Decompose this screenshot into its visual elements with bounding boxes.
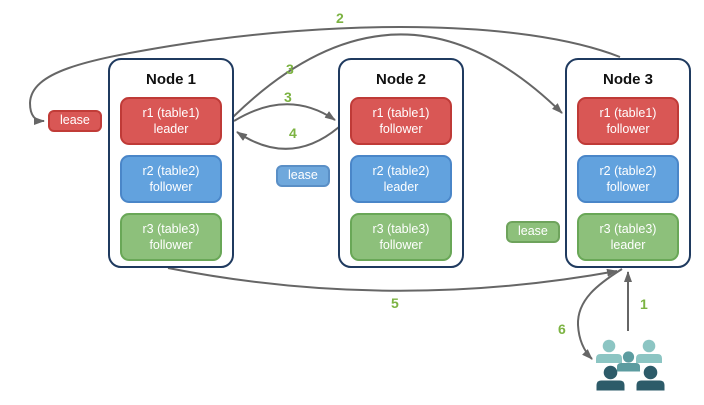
- lease-chip-table1: lease: [48, 110, 102, 132]
- node1-replica-r2: r2 (table2) follower: [120, 155, 222, 203]
- step-label-5: 5: [391, 295, 399, 311]
- step-label-3b: 3: [284, 89, 292, 105]
- node3-replica-r3: r3 (table3) leader: [577, 213, 679, 261]
- replica-role: leader: [610, 238, 646, 252]
- node-3: Node 3 r1 (table1) follower r2 (table2) …: [565, 58, 691, 268]
- replica-role: follower: [379, 122, 423, 136]
- step-label-3a: 3: [286, 61, 294, 77]
- replica-name: r3 (table3): [599, 221, 657, 236]
- replica-name: r2 (table2): [142, 163, 200, 178]
- replica-name: r2 (table2): [372, 163, 430, 178]
- arrow-step3-leader-to-node2: [233, 103, 336, 122]
- node-2: Node 2 r1 (table1) follower r2 (table2) …: [338, 58, 464, 268]
- step-label-2: 2: [336, 10, 344, 26]
- node3-replica-r2: r2 (table2) follower: [577, 155, 679, 203]
- node-3-title: Node 3: [602, 71, 653, 88]
- arrow-step4-node2-to-leader: [236, 126, 340, 150]
- step-label-1: 1: [640, 296, 648, 312]
- step-label-4: 4: [289, 125, 297, 141]
- node-1: Node 1 r1 (table1) leader r2 (table2) fo…: [108, 58, 234, 268]
- users-icon: [596, 339, 665, 391]
- replica-name: r1 (table1): [372, 105, 430, 120]
- node3-replica-r1: r1 (table1) follower: [577, 97, 679, 145]
- replica-name: r1 (table1): [599, 105, 657, 120]
- replica-name: r3 (table3): [372, 221, 430, 236]
- node1-replica-r3: r3 (table3) follower: [120, 213, 222, 261]
- replica-role: follower: [149, 180, 193, 194]
- replica-name: r3 (table3): [142, 221, 200, 236]
- replica-role: leader: [153, 122, 189, 136]
- replica-name: r1 (table1): [142, 105, 200, 120]
- arrow-step5-node1-to-node3: [167, 267, 618, 292]
- node-2-title: Node 2: [375, 71, 426, 88]
- arrow-step2-node3-to-lease1: [28, 26, 621, 125]
- node2-replica-r1: r1 (table1) follower: [350, 97, 452, 145]
- node-1-title: Node 1: [145, 71, 196, 88]
- replica-role: follower: [379, 238, 423, 252]
- node2-replica-r2: r2 (table2) leader: [350, 155, 452, 203]
- replica-role: follower: [606, 180, 650, 194]
- node1-replica-r1: r1 (table1) leader: [120, 97, 222, 145]
- replica-role: leader: [383, 180, 419, 194]
- node2-replica-r3: r3 (table3) follower: [350, 213, 452, 261]
- arrow-step3-leader-to-node3: [232, 33, 563, 118]
- replica-role: follower: [606, 122, 650, 136]
- lease-chip-table2: lease: [276, 165, 330, 187]
- replica-name: r2 (table2): [599, 163, 657, 178]
- replica-role: follower: [149, 238, 193, 252]
- lease-chip-table3: lease: [506, 221, 560, 243]
- arrow-step6-node3-to-users: [576, 268, 623, 360]
- step-label-6: 6: [558, 321, 566, 337]
